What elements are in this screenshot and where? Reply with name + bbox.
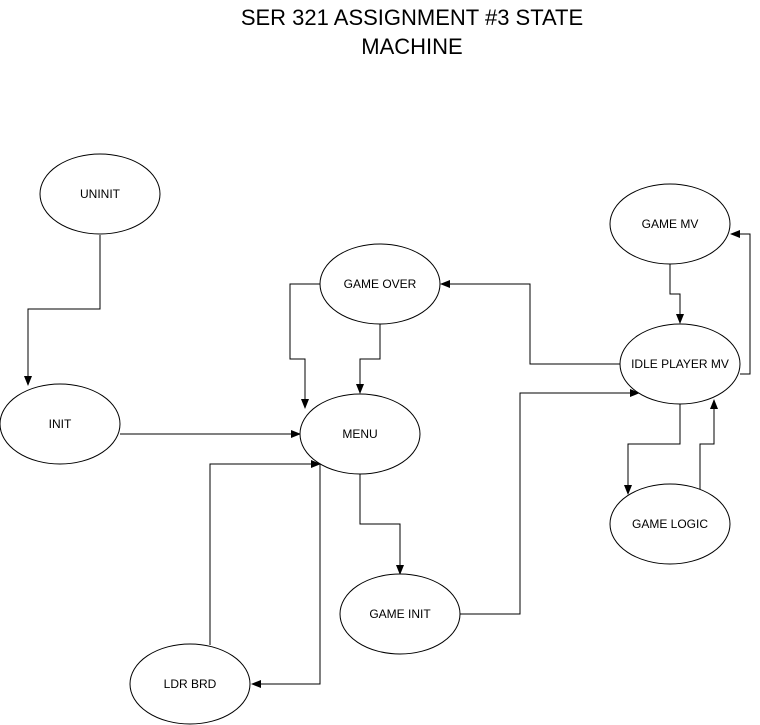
- state-menu: [299, 393, 421, 475]
- label-game-mv: GAME MV: [642, 217, 699, 231]
- state-init: [0, 383, 121, 465]
- state-game-over: [319, 243, 441, 325]
- label-menu: MENU: [342, 427, 377, 441]
- label-uninit: UNINIT: [80, 187, 121, 201]
- state-game-mv: [609, 183, 731, 265]
- edge-menu-to-gameinit: [359, 474, 404, 575]
- edge-idle-to-gameover: [440, 280, 620, 365]
- label-ldr-brd: LDR BRD: [164, 677, 217, 691]
- edge-gamelogic-to-idle: [699, 399, 718, 490]
- label-game-logic: GAME LOGIC: [632, 517, 708, 531]
- diagram-title: SER 321 ASSIGNMENT #3 STATE MACHINE: [240, 5, 584, 59]
- edge-gamemv-to-idle: [669, 264, 684, 324]
- edge-idle-to-gamemv: [730, 230, 751, 375]
- state-uninit: [39, 153, 161, 235]
- label-game-init: GAME INIT: [369, 607, 431, 621]
- edge-ldrbrd-to-menu: [209, 460, 321, 645]
- edge-uninit-to-init: [24, 235, 101, 386]
- state-idle-player-mv: [619, 323, 741, 405]
- label-idle-player-mv: IDLE PLAYER MV: [631, 357, 729, 371]
- label-init: INIT: [49, 417, 72, 431]
- edge-idle-to-gamelogic: [624, 404, 681, 495]
- state-game-logic: [609, 483, 731, 565]
- edge-menu-to-ldrbrd: [251, 464, 321, 688]
- edge-gameinit-to-idle: [460, 389, 640, 615]
- edge-gameover-to-menu-right: [356, 324, 381, 394]
- state-ldr-brd: [129, 643, 251, 725]
- edge-gameover-to-menu-left: [289, 283, 320, 409]
- state-game-init: [339, 573, 461, 655]
- label-game-over: GAME OVER: [344, 277, 417, 291]
